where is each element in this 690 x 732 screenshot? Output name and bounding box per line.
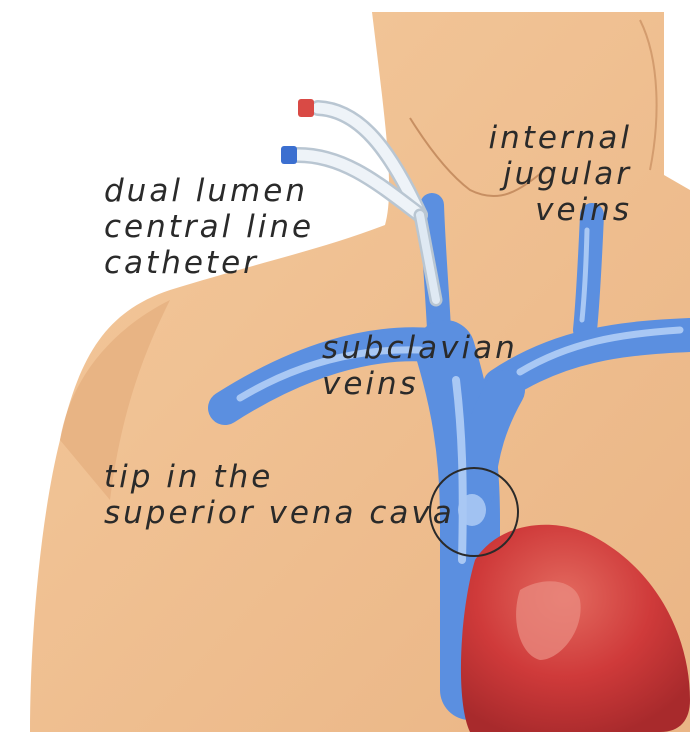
jugular-label-line-1: internal — [489, 120, 633, 156]
catheter-label-line-2: central line — [104, 209, 314, 245]
svc-tip-label: tip in the superior vena cava — [104, 459, 455, 531]
jugular-label-line-3: veins — [489, 192, 633, 228]
catheter-label-line-1: dual lumen — [104, 173, 314, 209]
catheter-label-line-3: catheter — [104, 245, 314, 281]
jugular-veins-label: internal jugular veins — [489, 120, 633, 228]
catheter-blue-cap — [281, 146, 297, 164]
catheter-red-cap — [298, 99, 314, 117]
subclavian-label-line-2: veins — [322, 366, 518, 402]
subclavian-label-line-1: subclavian — [322, 330, 518, 366]
tip-label-line-2: superior vena cava — [104, 495, 455, 531]
subclavian-veins-label: subclavian veins — [322, 330, 518, 402]
jugular-label-line-2: jugular — [489, 156, 633, 192]
tip-label-line-1: tip in the — [104, 459, 455, 495]
catheter-tip — [458, 494, 486, 526]
catheter-label: dual lumen central line catheter — [104, 173, 314, 281]
